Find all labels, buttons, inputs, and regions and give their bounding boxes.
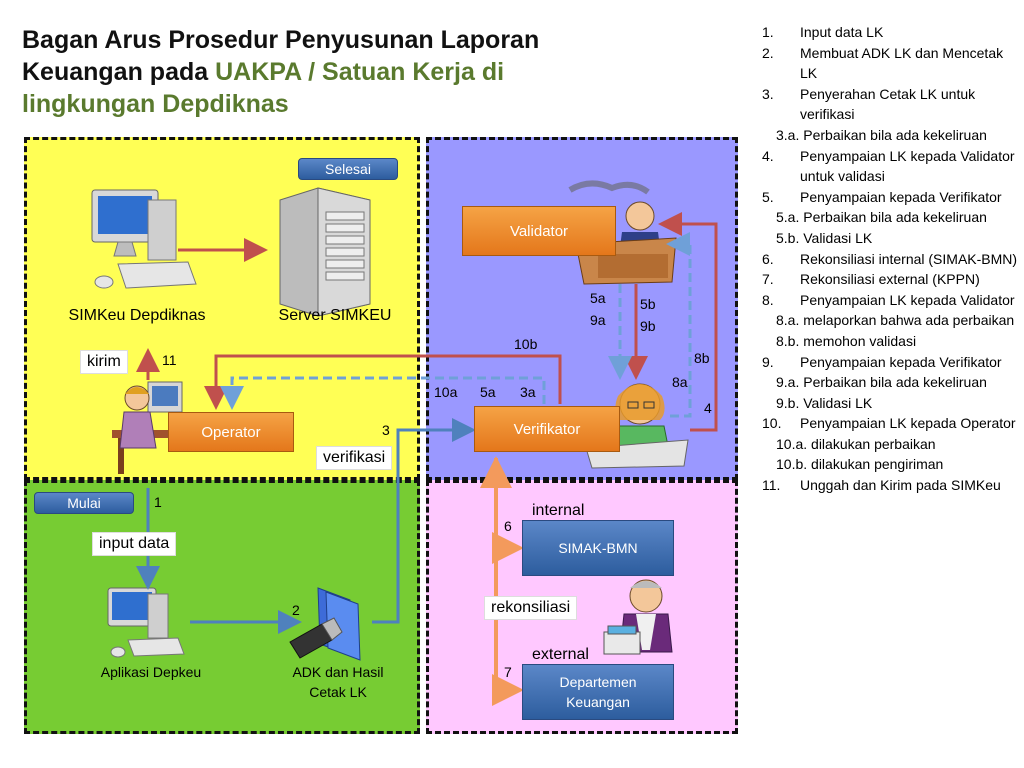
legend-item: 8. Penyampaian LK kepada Validator (762, 290, 1018, 311)
legend-item: 4. Penyampaian LK kepada Validator untuk … (762, 146, 1018, 187)
legend-item-text: Membuat ADK LK dan Mencetak LK (800, 44, 1004, 82)
caption-server: Server SIMKEU (278, 307, 392, 324)
step-7: 7 (504, 664, 512, 680)
step-3: 3 (382, 422, 390, 438)
legend-item-number: 3. (762, 85, 774, 102)
step-5b: 5b (640, 296, 656, 312)
title-line-1: Bagan Arus Prosedur Penyusunan Laporan (22, 26, 540, 54)
desktop-computer-icon (107, 587, 185, 658)
legend-item-number: 9. (762, 353, 774, 370)
legend-item-number: 8. (762, 291, 774, 308)
dep-keuangan-line-1: Departemen (559, 674, 637, 690)
legend-subitem: 8.b. memohon validasi (776, 332, 917, 349)
legend-item-number: 2. (762, 44, 774, 61)
mulai-box: Mulai (34, 492, 134, 514)
legend-item: 11. Unggah dan Kirim pada SIMKeu (762, 475, 1018, 496)
step-2: 2 (292, 602, 300, 618)
step-1: 1 (154, 494, 162, 510)
title-line-2-black: Keuangan pada (22, 58, 216, 86)
legend-item-text: Penyampaian kepada Verifikator (800, 353, 1002, 370)
simak-bmn-box: SIMAK-BMN (522, 520, 674, 576)
legend-item: 1. Input data LK (762, 22, 1018, 43)
step-10a: 10a (434, 384, 458, 400)
legend-subitem: 8.a. melaporkan bahwa ada perbaikan (776, 312, 1015, 329)
usb-folder-icon (289, 587, 361, 661)
legend-item: 5. Penyampaian kepada Verifikator (762, 187, 1018, 208)
label-external: external (532, 646, 589, 663)
title-line-2-green: UAKPA / Satuan Kerja di (215, 58, 505, 86)
legend-subitem: 3.a. Perbaikan bila ada kekeliruan (776, 126, 987, 143)
caption-adk-line-1: ADK dan Hasil (292, 664, 384, 680)
verifikator-box: Verifikator (474, 406, 620, 452)
operator-box: Operator (168, 412, 294, 452)
label-internal: internal (532, 502, 585, 519)
legend-item-text: Rekonsiliasi external (KPPN) (800, 271, 980, 288)
legend-item-number: 1. (762, 24, 774, 40)
step-5a-left: 5a (480, 384, 496, 400)
legend-item-text: Rekonsiliasi internal (SIMAK-BMN) (800, 250, 1018, 267)
auditor-person-icon (603, 579, 673, 655)
legend-item-number: 5. (762, 188, 774, 205)
operator-person-icon (112, 381, 183, 474)
step-3a: 3a (520, 384, 536, 400)
legend-list: 1. Input data LK 2. Membuat ADK LK dan Menc… (762, 22, 1018, 496)
label-input-data: input data (92, 532, 177, 556)
step-11: 11 (162, 352, 177, 368)
legend-item-number: 10. (762, 415, 782, 432)
legend-item-text: Unggah dan Kirim pada SIMKeu (800, 477, 1001, 494)
step-8b: 8b (694, 350, 710, 366)
step-6: 6 (504, 518, 512, 534)
legend-item-text: Penyampaian kepada Verifikator (800, 188, 1002, 205)
legend-item: 7. Rekonsiliasi external (KPPN) (762, 269, 1018, 290)
label-rekonsiliasi: rekonsiliasi (484, 596, 578, 620)
label-kirim: kirim (80, 350, 128, 374)
legend-item: 6. Rekonsiliasi internal (SIMAK-BMN) (762, 249, 1018, 270)
legend-item-number: 11. (762, 477, 781, 494)
legend-item-text: Penyampaian LK kepada Operator (800, 415, 1016, 432)
server-tower-icon (279, 187, 371, 317)
page-title: Bagan Arus Prosedur Penyusunan Laporan K… (22, 24, 632, 120)
legend-item-number: 6. (762, 250, 774, 267)
title-line-2: Keuangan pada UAKPA / Satuan Kerja di (22, 56, 632, 88)
legend-item-number: 7. (762, 271, 774, 288)
step-5a: 5a (590, 290, 606, 306)
legend-item-text: Input data LK (800, 24, 884, 40)
departemen-keuangan-box: Departemen Keuangan (522, 664, 674, 720)
caption-simkeu: SIMKeu Depdiknas (68, 307, 206, 324)
legend-item-number: 4. (762, 147, 774, 164)
caption-adk: ADK dan Hasil Cetak LK (268, 662, 408, 702)
caption-adk-line-2: Cetak LK (309, 684, 367, 700)
dep-keuangan-line-2: Keuangan (566, 694, 630, 710)
legend-item-text: Penyampaian LK kepada Validator untuk va… (800, 147, 1015, 185)
validator-box: Validator (462, 206, 616, 256)
caption-aplikasi: Aplikasi Depkeu (100, 664, 202, 680)
legend-subitem: 5.b. Validasi LK (776, 229, 873, 246)
legend-item: 3. Penyerahan Cetak LK untuk verifikasi (762, 84, 1018, 125)
legend-subitem: 9.a. Perbaikan bila ada kekeliruan (776, 374, 987, 391)
title-line-3: lingkungan Depdiknas (22, 90, 289, 118)
step-4: 4 (704, 400, 712, 416)
legend-subitem: 10.b. dilakukan pengiriman (776, 456, 944, 473)
step-10b: 10b (514, 336, 538, 352)
legend-item: 9. Penyampaian kepada Verifikator (762, 352, 1018, 373)
selesai-box: Selesai (298, 158, 398, 180)
legend-item-text: Penyampaian LK kepada Validator (800, 291, 1015, 308)
legend-subitem: 9.b. Validasi LK (776, 394, 873, 411)
legend-item: 10. Penyampaian LK kepada Operator (762, 413, 1018, 434)
legend-item-text: Penyerahan Cetak LK untuk verifikasi (800, 85, 976, 123)
legend-subitem: 10.a. dilakukan perbaikan (776, 435, 936, 452)
step-8a: 8a (672, 374, 688, 390)
step-9b: 9b (640, 318, 656, 334)
step-9a: 9a (590, 312, 606, 328)
legend-subitem: 5.a. Perbaikan bila ada kekeliruan (776, 209, 987, 226)
desktop-computer-icon (91, 189, 197, 289)
label-verifikasi: verifikasi (316, 446, 393, 470)
legend-item: 2. Membuat ADK LK dan Mencetak LK (762, 43, 1018, 84)
